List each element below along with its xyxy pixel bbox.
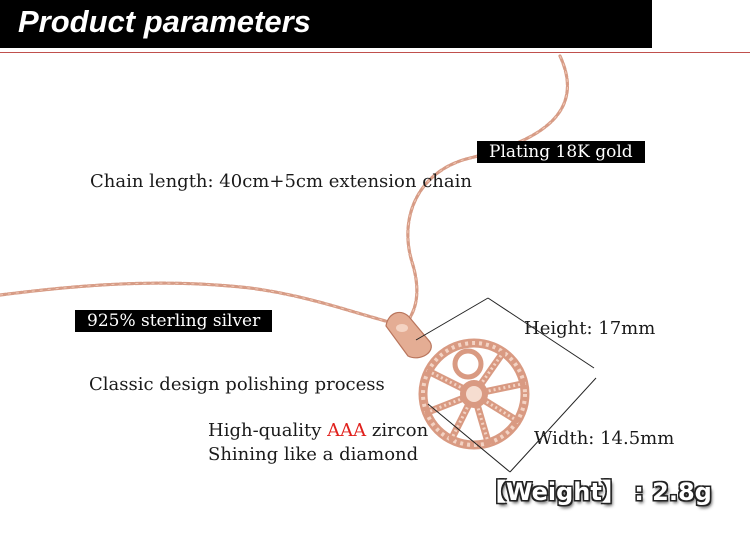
plating-tag: Plating 18K gold bbox=[477, 141, 645, 163]
pendant-bail bbox=[385, 311, 432, 359]
zircon-label: High-quality AAA zircon bbox=[208, 420, 428, 441]
chain-length-label: Chain length: 40cm+5cm extension chain bbox=[90, 171, 472, 192]
shine-label: Shining like a diamond bbox=[208, 444, 419, 465]
header-bar: Product parameters bbox=[0, 0, 652, 48]
zircon-suffix: zircon bbox=[366, 420, 429, 441]
dimension-lines bbox=[415, 297, 597, 473]
material-tag: 925% sterling silver bbox=[75, 310, 273, 332]
width-label: Width: 14.5mm bbox=[534, 428, 675, 449]
weight-label: 【Weight】 : 2.8g bbox=[482, 478, 712, 506]
zircon-prefix: High-quality bbox=[208, 420, 328, 441]
pendant-wheel bbox=[418, 338, 530, 450]
header-divider bbox=[0, 52, 750, 53]
height-label: Height: 17mm bbox=[524, 318, 656, 339]
zircon-grade: AAA bbox=[327, 420, 367, 441]
design-label: Classic design polishing process bbox=[89, 374, 385, 395]
page-title: Product parameters bbox=[18, 4, 311, 39]
